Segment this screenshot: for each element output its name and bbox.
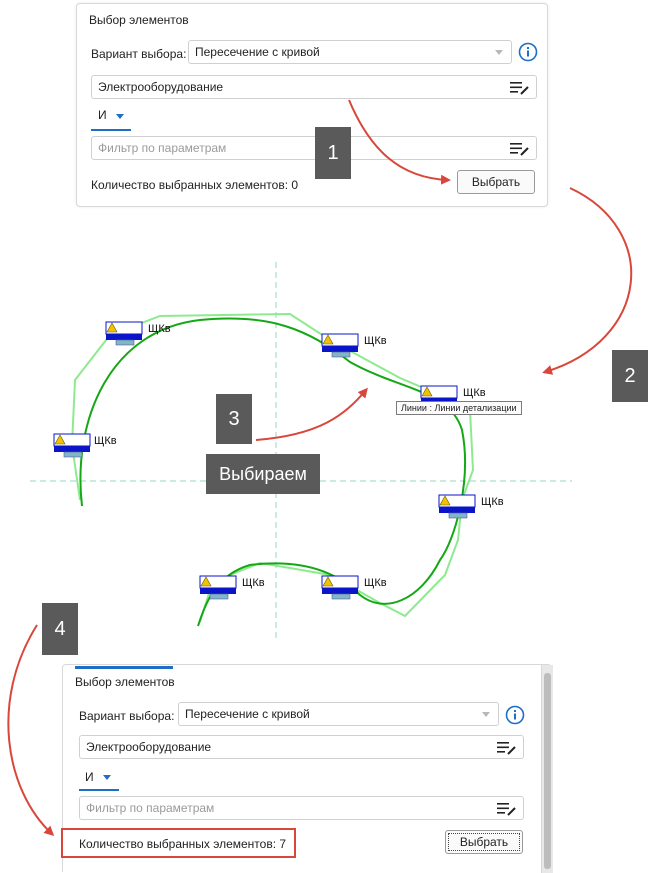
mode-select-value: Пересечение с кривой: [185, 707, 310, 721]
electrical-element: ЩКв: [438, 494, 504, 519]
mode-select[interactable]: Пересечение с кривой: [188, 40, 512, 64]
element-label: ЩКв: [481, 496, 504, 508]
mode-select[interactable]: Пересечение с кривой: [178, 702, 499, 726]
chevron-down-icon: [495, 50, 503, 55]
count-highlight: [61, 828, 296, 858]
list-edit-icon[interactable]: [510, 141, 530, 157]
arrow-4: [7, 624, 55, 837]
filter-placeholder: Фильтр по параметрам: [86, 801, 215, 815]
category-field[interactable]: Электрооборудование: [91, 75, 537, 99]
step-badge-3: 3: [216, 394, 252, 444]
select-button[interactable]: Выбрать: [457, 170, 535, 194]
vertical-scrollbar[interactable]: [541, 665, 553, 873]
warning-icon: [54, 434, 66, 445]
element-label: ЩКв: [148, 323, 171, 335]
logic-operator-select[interactable]: И: [85, 770, 94, 784]
warning-icon: [106, 322, 118, 333]
selected-count: Количество выбранных элементов: 0: [91, 178, 299, 192]
filter-placeholder: Фильтр по параметрам: [98, 141, 227, 155]
element-label: ЩКв: [463, 387, 486, 399]
parameter-filter-input[interactable]: Фильтр по параметрам: [91, 136, 537, 160]
info-icon[interactable]: [505, 705, 525, 725]
panel-title: Выбор элементов: [75, 675, 175, 689]
mode-label: Вариант выбора:: [91, 47, 187, 61]
category-value: Электрооборудование: [86, 740, 212, 754]
step-badge-1: 1: [315, 127, 351, 179]
logic-underline: [91, 129, 131, 131]
electrical-element: ЩКв: [321, 333, 387, 358]
electrical-element: ЩКв: [420, 385, 486, 402]
list-edit-icon[interactable]: [497, 801, 517, 817]
caption-label: Выбираем: [206, 454, 320, 494]
element-label: ЩКв: [364, 335, 387, 347]
element-label: ЩКв: [364, 577, 387, 589]
chevron-down-icon: [482, 712, 490, 717]
selected-count: Количество выбранных элементов: 7: [79, 837, 287, 851]
panel-title: Выбор элементов: [89, 13, 189, 27]
selection-panel-top: Выбор элементов Вариант выбора: Пересече…: [76, 3, 548, 207]
chevron-down-icon[interactable]: [116, 114, 124, 119]
step-badge-4: 4: [42, 603, 78, 655]
element-label: ЩКв: [94, 435, 117, 447]
element-label: ЩКв: [242, 577, 265, 589]
mode-label: Вариант выбора:: [79, 709, 175, 723]
warning-icon: [421, 386, 433, 397]
hover-tooltip: Линии : Линии детализации: [396, 401, 522, 415]
panel-tab-indicator: [75, 666, 173, 669]
warning-icon: [200, 576, 212, 587]
select-button[interactable]: Выбрать: [445, 830, 523, 854]
selection-curve: [79, 317, 466, 627]
electrical-element: ЩКв: [321, 575, 387, 600]
list-edit-icon[interactable]: [510, 80, 530, 96]
step-badge-2: 2: [612, 350, 648, 402]
scrollbar-thumb[interactable]: [544, 673, 551, 869]
chevron-down-icon[interactable]: [103, 775, 111, 780]
logic-underline: [79, 789, 119, 791]
warning-icon: [322, 576, 334, 587]
info-icon[interactable]: [518, 42, 538, 62]
logic-operator-select[interactable]: И: [98, 108, 107, 122]
list-edit-icon[interactable]: [497, 740, 517, 756]
category-value: Электрооборудование: [98, 80, 224, 94]
mode-select-value: Пересечение с кривой: [195, 45, 320, 59]
selection-panel-bottom: Выбор элементов Вариант выбора: Пересече…: [61, 664, 553, 873]
warning-icon: [439, 495, 451, 506]
warning-icon: [322, 334, 334, 345]
drawing-canvas: ЩКв ЩКв ЩКв ЩКв ЩКв ЩКв Щ: [30, 262, 572, 640]
parameter-filter-input[interactable]: Фильтр по параметрам: [79, 796, 524, 820]
category-field[interactable]: Электрооборудование: [79, 735, 524, 759]
electrical-element: ЩКв: [105, 321, 171, 346]
electrical-element: ЩКв: [199, 575, 265, 600]
electrical-element: ЩКв: [53, 433, 117, 458]
